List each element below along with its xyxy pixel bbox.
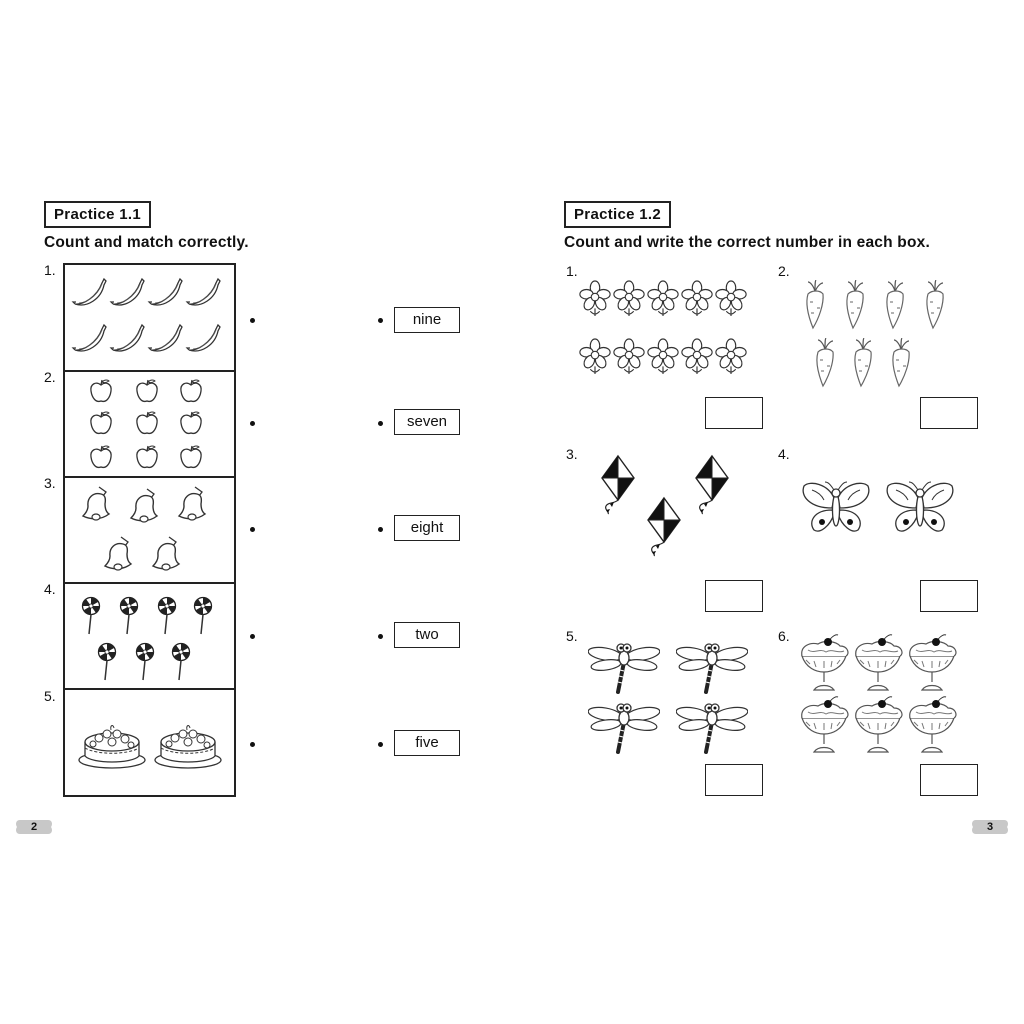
match-dot-left[interactable]: [250, 634, 255, 639]
match-dot-right[interactable]: [378, 318, 383, 323]
match-dot-left[interactable]: [250, 421, 255, 426]
lollipop-picture: [81, 596, 213, 681]
picture-cell-bells: [63, 476, 236, 584]
answer-box[interactable]: [705, 397, 763, 429]
number-word-box: nine: [394, 307, 460, 333]
page-number-badge: 2: [14, 818, 54, 836]
instruction: Count and match correctly.: [44, 234, 249, 251]
practice-title: Practice 1.2: [564, 201, 671, 228]
dragonfly-picture: [588, 642, 748, 754]
number-word-box: seven: [394, 409, 460, 435]
bell-picture: [82, 486, 206, 571]
practice-title: Practice 1.1: [44, 201, 151, 228]
butterfly-picture: [802, 481, 954, 532]
banana-picture: [72, 278, 221, 352]
item-number: 5.: [44, 688, 56, 704]
carrot-picture: [806, 280, 944, 387]
number-word-box: two: [394, 622, 460, 648]
match-dot-right[interactable]: [378, 634, 383, 639]
number-word-box: eight: [394, 515, 460, 541]
item-number: 6.: [778, 628, 790, 644]
instruction: Count and write the correct number in ea…: [564, 234, 930, 251]
picture-cell-apples: [63, 370, 236, 478]
match-dot-right[interactable]: [378, 421, 383, 426]
answer-box[interactable]: [920, 764, 978, 796]
match-dot-left[interactable]: [250, 318, 255, 323]
answer-box[interactable]: [705, 580, 763, 612]
number-word-box: five: [394, 730, 460, 756]
match-dot-right[interactable]: [378, 527, 383, 532]
picture-cell-bananas: [63, 263, 236, 372]
item-number: 1.: [566, 263, 578, 279]
item-number: 4.: [44, 581, 56, 597]
picture-cell-cakes: [63, 688, 236, 797]
picture-cell-lollipops: [63, 582, 236, 690]
item-number: 2.: [778, 263, 790, 279]
page-number: 3: [986, 821, 994, 833]
item-number: 4.: [778, 446, 790, 462]
match-dot-left[interactable]: [250, 742, 255, 747]
flower-picture: [579, 280, 747, 374]
item-number: 2.: [44, 369, 56, 385]
match-dot-right[interactable]: [378, 742, 383, 747]
item-number: 1.: [44, 262, 56, 278]
answer-box[interactable]: [920, 397, 978, 429]
page-number-badge: 3: [970, 818, 1010, 836]
bone-shape-icon: [972, 820, 1008, 834]
cake-picture: [78, 724, 222, 769]
page-number: 2: [30, 821, 38, 833]
apple-picture: [90, 379, 202, 469]
match-dot-left[interactable]: [250, 527, 255, 532]
kite-picture: [601, 455, 729, 557]
item-number: 5.: [566, 628, 578, 644]
answer-box[interactable]: [920, 580, 978, 612]
item-number: 3.: [566, 446, 578, 462]
answer-box[interactable]: [705, 764, 763, 796]
ice-cream-sundae-picture: [801, 634, 957, 753]
bone-shape-icon: [16, 820, 52, 834]
item-number: 3.: [44, 475, 56, 491]
